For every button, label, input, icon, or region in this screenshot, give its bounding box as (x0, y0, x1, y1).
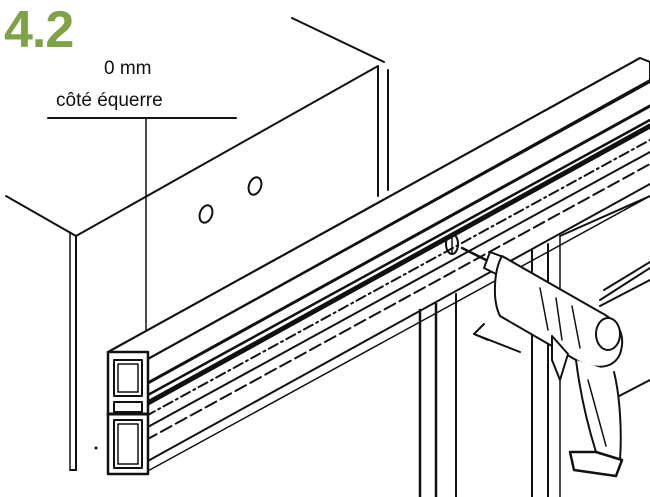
push-arrow (473, 323, 521, 353)
cabinet-panel (5, 17, 389, 471)
offset-label: 0 mm (104, 58, 152, 79)
label-leader (47, 117, 237, 353)
power-drill (460, 246, 624, 478)
step-number: 4.2 (4, 1, 74, 59)
mounting-holes (198, 176, 263, 224)
rail-profile (106, 57, 650, 476)
speck (94, 446, 98, 450)
side-label: côté équerre (56, 90, 163, 111)
screw (445, 233, 459, 255)
